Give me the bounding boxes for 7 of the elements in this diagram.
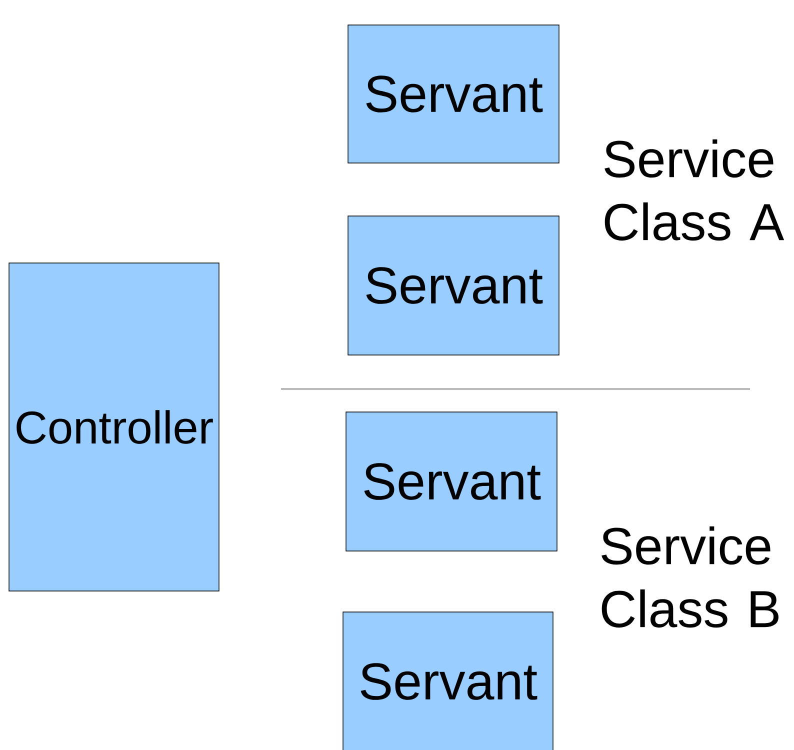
servant-box: Servant [346, 412, 558, 552]
servant-box: Servant [348, 24, 560, 164]
servant-box: Servant [342, 612, 554, 750]
controller-box: Controller [8, 262, 220, 592]
servant-box: Servant [348, 216, 560, 356]
group-label: Service Class A [604, 139, 784, 241]
group-label: Service Class B [602, 526, 778, 628]
